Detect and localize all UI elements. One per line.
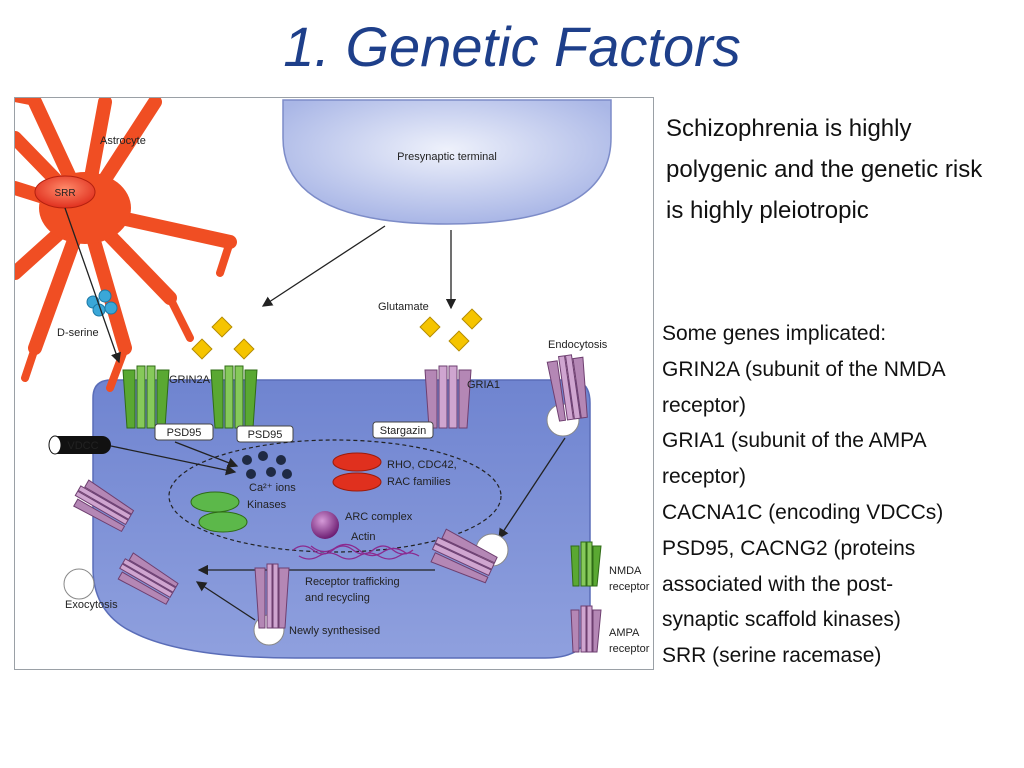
kinases-label: Kinases (247, 499, 287, 511)
legend-nmda-label-1: NMDA (609, 565, 642, 577)
d-serine-label: D-serine (57, 327, 99, 339)
presynaptic-label: Presynaptic terminal (397, 151, 497, 163)
slide-title: 1. Genetic Factors (283, 15, 741, 78)
ca-ions (242, 451, 292, 479)
newly-synthesised-label: Newly synthesised (289, 625, 380, 637)
astrocyte (15, 98, 237, 392)
legend-nmda-icon (570, 541, 602, 587)
recycling-receptor (430, 528, 498, 584)
trafficking-label-1: Receptor trafficking (305, 576, 400, 588)
psd95-label-2: PSD95 (248, 429, 283, 441)
genes-line: PSD95, CACNG2 (proteins (662, 536, 916, 560)
genes-list: Some genes implicated: GRIN2A (subunit o… (662, 316, 1012, 674)
genes-line: synaptic scaffold kinases) (662, 608, 901, 632)
genes-line: receptor) (662, 465, 747, 489)
legend-ampa-icon (570, 605, 602, 653)
srr-label: SRR (54, 188, 75, 199)
stargazin-label: Stargazin (380, 425, 426, 437)
endocytosis-receptor (546, 354, 588, 422)
glutamate-molecules (191, 308, 483, 360)
d-serine-molecules (86, 289, 118, 317)
astrocyte-label: Astrocyte (100, 135, 146, 147)
trafficking-label-2: and recycling (305, 592, 370, 604)
grin2a-label: GRIN2A (169, 374, 211, 386)
actin-filaments (292, 543, 420, 560)
genes-line: associated with the post- (662, 572, 894, 596)
exocytosis-label: Exocytosis (65, 599, 118, 611)
summary-text: Schizophrenia is highly polygenic and th… (666, 115, 983, 224)
legend-nmda-label-2: receptor (609, 581, 650, 593)
arc-complex-label: ARC complex (345, 511, 413, 523)
genes-line: GRIN2A (subunit of the NMDA (662, 357, 946, 381)
ca-ions-label: Ca²⁺ ions (249, 482, 296, 494)
presynaptic-terminal (282, 99, 612, 225)
postsynaptic-cell (92, 379, 591, 659)
rho-label-2: RAC families (387, 476, 451, 488)
psd95-label-1: PSD95 (167, 427, 202, 439)
exocytosis-receptor-1 (73, 479, 135, 533)
rho-label-1: RHO, CDC42, (387, 459, 457, 471)
genes-line: Some genes implicated: (662, 322, 887, 345)
actin-label: Actin (351, 531, 375, 543)
legend-ampa-label-1: AMPA (609, 627, 640, 639)
genes-line: GRIA1 (subunit of the AMPA (662, 429, 927, 453)
newly-synthesised-receptor (254, 563, 290, 629)
genes-line: CACNA1C (encoding VDCCs) (662, 500, 944, 524)
legend-ampa-label-2: receptor (609, 643, 650, 655)
genes-line: receptor) (662, 393, 747, 417)
gria1-label: GRIA1 (467, 379, 500, 391)
synapse-diagram: Presynaptic terminal Astrocyte SRR D-ser… (14, 97, 654, 670)
glutamate-label: Glutamate (378, 301, 429, 313)
vdcc-label: VDCC (67, 440, 98, 452)
endocytosis-label: Endocytosis (548, 339, 608, 351)
genes-line: SRR (serine racemase) (662, 644, 882, 668)
exocytosis-receptor-2 (117, 552, 179, 605)
ampa-receptor-gria1 (424, 365, 472, 429)
